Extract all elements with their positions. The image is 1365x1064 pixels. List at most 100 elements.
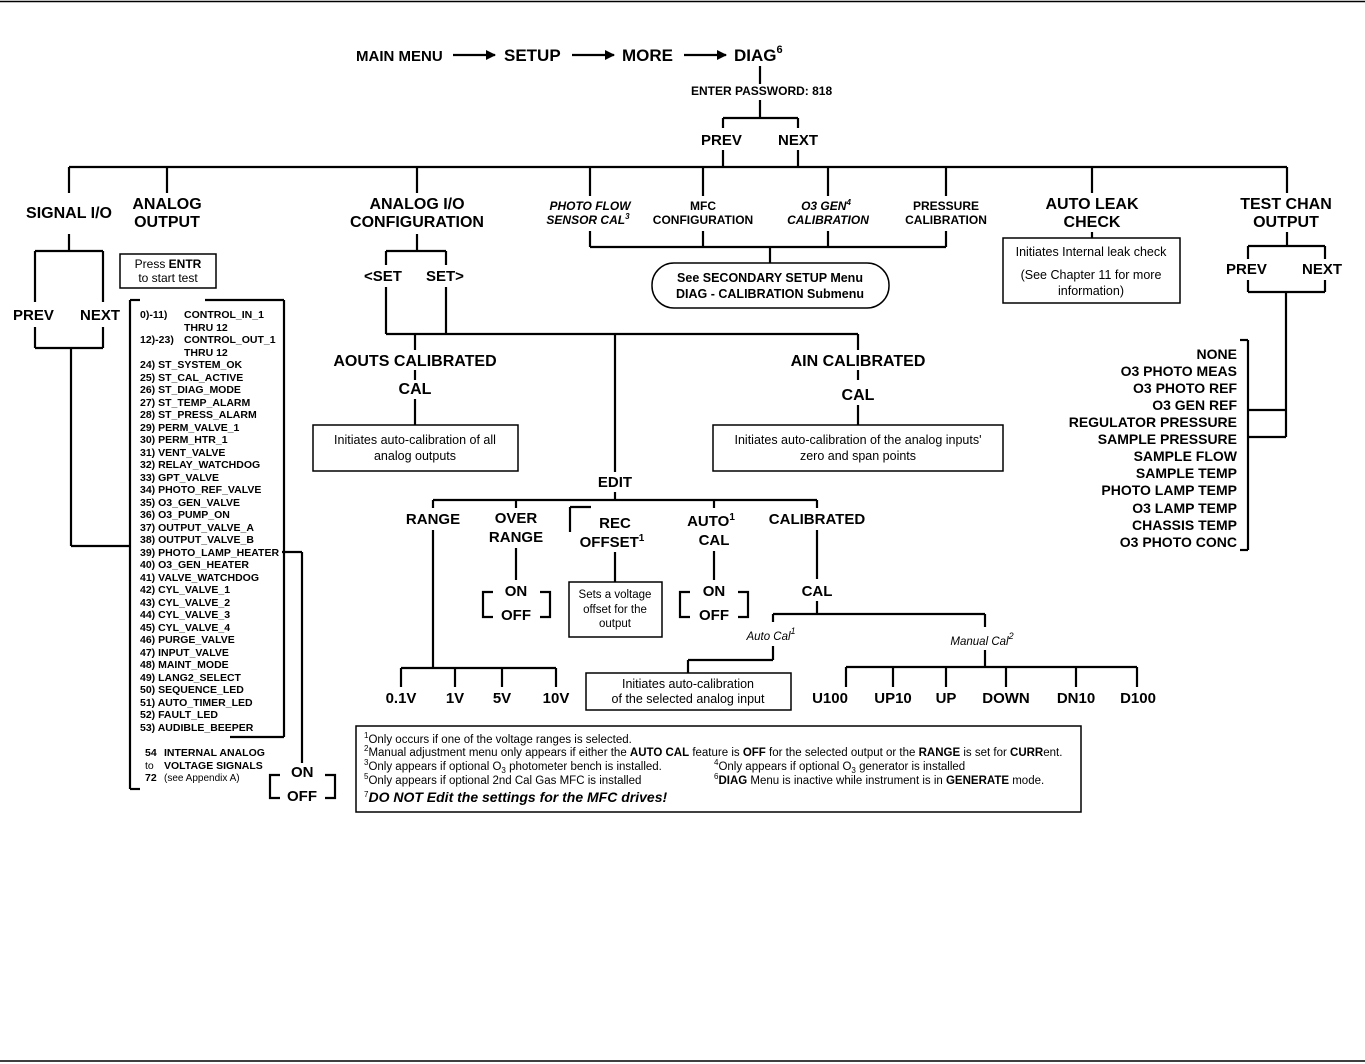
pressure-menu-line1[interactable]: PRESSURE [913, 199, 979, 213]
o3-gen-menu-line1[interactable]: O3 GEN4 [801, 198, 851, 213]
test-next-button[interactable]: NEXT [1302, 261, 1342, 278]
signal-item[interactable]: 39) PHOTO_LAMP_HEATER [140, 547, 279, 559]
signal-item[interactable]: 48) MAINT_MODE [140, 659, 229, 671]
diag-label[interactable]: DIAG6 [734, 44, 783, 65]
signal-item[interactable]: 28) ST_PRESS_ALARM [140, 409, 257, 421]
test-chan-item[interactable]: SAMPLE TEMP [1136, 465, 1237, 481]
range-option[interactable]: 5V [493, 690, 511, 707]
signal-item[interactable]: 27) ST_TEMP_ALARM [140, 397, 251, 409]
test-chan-item[interactable]: SAMPLE PRESSURE [1098, 431, 1237, 447]
signal-item[interactable]: 33) GPT_VALVE [140, 472, 219, 484]
manual-step-button[interactable]: UP [936, 690, 957, 707]
photo-flow-menu-line2[interactable]: SENSOR CAL3 [546, 212, 630, 227]
autocal-off-option[interactable]: OFF [699, 607, 729, 624]
manual-step-button[interactable]: DN10 [1057, 690, 1095, 707]
signal-item[interactable]: 24) ST_SYSTEM_OK [140, 359, 243, 371]
range-menu[interactable]: RANGE [406, 511, 460, 528]
autocal-on-option[interactable]: ON [703, 583, 726, 600]
calibrated-cal-button[interactable]: CAL [802, 583, 833, 600]
analog-output-menu-line1[interactable]: ANALOG [132, 196, 201, 213]
set-next-button[interactable]: SET> [426, 268, 464, 285]
manual-cal-option[interactable]: Manual Cal2 [950, 631, 1013, 648]
signal-io-menu[interactable]: SIGNAL I/O [26, 205, 112, 222]
analog-io-config-menu-line1[interactable]: ANALOG I/O [369, 196, 464, 213]
analog-output-menu-line2[interactable]: OUTPUT [134, 214, 200, 231]
test-prev-button[interactable]: PREV [1226, 261, 1267, 278]
manual-step-button[interactable]: UP10 [874, 690, 912, 707]
test-chan-item[interactable]: O3 LAMP TEMP [1132, 500, 1237, 516]
over-range-menu-line2[interactable]: RANGE [489, 529, 543, 546]
test-chan-item[interactable]: PHOTO LAMP TEMP [1101, 482, 1237, 498]
signal-item[interactable]: 35) O3_GEN_VALVE [140, 497, 240, 509]
test-chan-menu-line1[interactable]: TEST CHAN [1240, 196, 1332, 213]
test-chan-item[interactable]: O3 PHOTO REF [1133, 380, 1237, 396]
overrange-off-option[interactable]: OFF [501, 607, 531, 624]
top-prev-button[interactable]: PREV [701, 132, 742, 149]
ain-cal-button[interactable]: CAL [842, 387, 875, 404]
rec-offset-menu-line2[interactable]: OFFSET1 [580, 533, 645, 551]
signal-item[interactable]: 38) OUTPUT_VALVE_B [140, 534, 254, 546]
signal-item[interactable]: 46) PURGE_VALVE [140, 634, 235, 646]
rec-offset-menu-line1[interactable]: REC [599, 515, 631, 532]
internal-analog-text2[interactable]: VOLTAGE SIGNALS [164, 760, 263, 772]
signal-item[interactable]: 49) LANG2_SELECT [140, 672, 242, 684]
test-chan-item[interactable]: O3 PHOTO MEAS [1121, 363, 1237, 379]
test-chan-item[interactable]: NONE [1197, 346, 1237, 362]
set-prev-button[interactable]: <SET [364, 268, 402, 285]
analog-io-config-menu-line2[interactable]: CONFIGURATION [350, 214, 484, 231]
mfc-menu-line2[interactable]: CONFIGURATION [653, 213, 753, 227]
signal-item[interactable]: 36) O3_PUMP_ON [140, 509, 230, 521]
mfc-menu-line1[interactable]: MFC [690, 199, 716, 213]
signal-on-option[interactable]: ON [291, 764, 314, 781]
manual-step-button[interactable]: D100 [1120, 690, 1156, 707]
signal-item[interactable]: 42) CYL_VALVE_1 [140, 584, 230, 596]
signal-item[interactable]: 50) SEQUENCE_LED [140, 684, 244, 696]
test-chan-item[interactable]: SAMPLE FLOW [1134, 448, 1238, 464]
signal-off-option[interactable]: OFF [287, 788, 317, 805]
internal-analog-text1[interactable]: INTERNAL ANALOG [164, 747, 265, 759]
test-chan-item[interactable]: O3 GEN REF [1152, 397, 1237, 413]
test-chan-item[interactable]: REGULATOR PRESSURE [1069, 414, 1237, 430]
signal-next-button[interactable]: NEXT [80, 307, 120, 324]
range-option[interactable]: 1V [446, 690, 464, 707]
signal-item[interactable]: 53) AUDIBLE_BEEPER [140, 722, 254, 734]
signal-item[interactable]: 37) OUTPUT_VALVE_A [140, 522, 254, 534]
calibrated-menu[interactable]: CALIBRATED [769, 511, 866, 528]
test-chan-item[interactable]: O3 PHOTO CONC [1120, 534, 1237, 550]
signal-item[interactable]: CONTROL_IN_1 [184, 309, 264, 321]
range-option[interactable]: 10V [543, 690, 570, 707]
auto-cal-option[interactable]: Auto Cal1 [745, 626, 795, 643]
photo-flow-menu-line1[interactable]: PHOTO FLOW [549, 199, 632, 213]
signal-item[interactable]: 51) AUTO_TIMER_LED [140, 697, 253, 709]
auto-cal-menu-line2[interactable]: CAL [699, 532, 730, 549]
signal-item[interactable]: 12)-23) [140, 334, 174, 346]
signal-item[interactable]: 44) CYL_VALVE_3 [140, 609, 230, 621]
overrange-on-option[interactable]: ON [505, 583, 528, 600]
top-next-button[interactable]: NEXT [778, 132, 818, 149]
main-menu-label[interactable]: MAIN MENU [356, 48, 443, 65]
more-label[interactable]: MORE [622, 46, 673, 65]
test-chan-menu-line2[interactable]: OUTPUT [1253, 214, 1319, 231]
aouts-cal-button[interactable]: CAL [399, 381, 432, 398]
o3-gen-menu-line2[interactable]: CALIBRATION [787, 213, 869, 227]
setup-label[interactable]: SETUP [504, 46, 561, 65]
signal-item[interactable]: 47) INPUT_VALVE [140, 647, 229, 659]
signal-item[interactable]: 30) PERM_HTR_1 [140, 434, 228, 446]
auto-leak-menu-line1[interactable]: AUTO LEAK [1045, 196, 1138, 213]
pressure-menu-line2[interactable]: CALIBRATION [905, 213, 987, 227]
signal-item[interactable]: 52) FAULT_LED [140, 709, 218, 721]
signal-item[interactable]: CONTROL_OUT_1 [184, 334, 276, 346]
manual-step-button[interactable]: DOWN [982, 690, 1030, 707]
signal-item[interactable]: THRU 12 [184, 322, 228, 334]
signal-item[interactable]: 31) VENT_VALVE [140, 447, 225, 459]
signal-item[interactable]: 41) VALVE_WATCHDOG [140, 572, 259, 584]
signal-item[interactable]: 40) O3_GEN_HEATER [140, 559, 249, 571]
range-option[interactable]: 0.1V [386, 690, 417, 707]
test-chan-item[interactable]: CHASSIS TEMP [1132, 517, 1237, 533]
signal-item[interactable]: 29) PERM_VALVE_1 [140, 422, 240, 434]
signal-item[interactable]: 0)-11) [140, 309, 167, 321]
signal-item[interactable]: 45) CYL_VALVE_4 [140, 622, 230, 634]
signal-item[interactable]: 25) ST_CAL_ACTIVE [140, 372, 243, 384]
auto-leak-menu-line2[interactable]: CHECK [1064, 214, 1121, 231]
signal-item[interactable]: 34) PHOTO_REF_VALVE [140, 484, 261, 496]
